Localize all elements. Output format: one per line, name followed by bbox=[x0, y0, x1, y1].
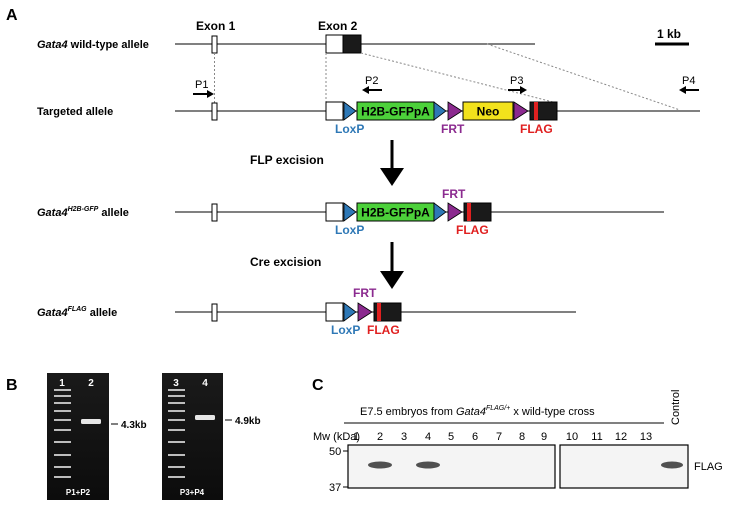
tg-neo-box bbox=[462, 101, 514, 121]
blot-band-lane4 bbox=[416, 461, 440, 469]
tg-frt-label: FRT bbox=[441, 122, 465, 136]
flag-flag-tag bbox=[377, 303, 381, 321]
lane-number-7: 7 bbox=[496, 431, 502, 443]
lane-number-4: 4 bbox=[425, 431, 431, 443]
lane-number-11: 11 bbox=[591, 431, 602, 443]
gel-2-primers: P3+P4 bbox=[180, 488, 205, 497]
tg-h2b-gfppa-label: H2B-GFPpA bbox=[361, 105, 430, 119]
panel-c-label: C bbox=[312, 377, 324, 394]
h2b-loxp-2 bbox=[433, 202, 447, 222]
gel-1-background bbox=[47, 373, 109, 500]
scale-label: 1 kb bbox=[657, 27, 681, 41]
panel-a-label: A bbox=[6, 7, 18, 24]
wt-exon1-box bbox=[211, 35, 218, 54]
gel-1-primers: P1+P2 bbox=[66, 488, 91, 497]
gel-1-band-size: 4.3kb bbox=[121, 420, 147, 431]
h2b-loxp-1 bbox=[343, 202, 357, 222]
primer-p4-label: P4 bbox=[682, 75, 695, 87]
wt-exon2-coding-box bbox=[342, 34, 362, 54]
gel-1-band-lane2 bbox=[81, 419, 101, 424]
h2b-frt bbox=[447, 202, 463, 222]
guide-exon2-right bbox=[360, 52, 558, 104]
cre-arrow bbox=[380, 242, 404, 289]
blot-band-lane2 bbox=[368, 461, 392, 469]
wt-exon2-utr-box bbox=[325, 34, 344, 54]
gel-1-lane-1: 1 bbox=[59, 378, 65, 389]
lane-number-13: 13 bbox=[640, 431, 652, 443]
panel-b-label: B bbox=[6, 377, 18, 394]
gel-2-lane-4: 4 bbox=[202, 378, 208, 389]
h2b-loxp-label: LoxP bbox=[335, 223, 364, 237]
flag-loxp-label: LoxP bbox=[331, 323, 360, 337]
wildtype-row-label: Gata4 wild-type allele bbox=[37, 39, 149, 51]
h2b-gfppa-label: H2B-GFPpA bbox=[361, 206, 430, 220]
exon2-label: Exon 2 bbox=[318, 19, 358, 33]
gel-1: 1 2 P1+P2 bbox=[47, 373, 109, 500]
gel-2-ladder bbox=[168, 389, 185, 478]
lane-number-3: 3 bbox=[401, 431, 407, 443]
primer-p3-label: P3 bbox=[510, 75, 523, 87]
panel-c-title: E7.5 embryos from Gata4FLAG/+ x wild-typ… bbox=[360, 405, 595, 418]
h2b-exon2-utr-box bbox=[325, 202, 344, 222]
h2b-frt-label: FRT bbox=[442, 187, 466, 201]
tg-loxp-1 bbox=[343, 101, 357, 121]
lane-number-1: 1 bbox=[353, 431, 359, 443]
tg-frt-1 bbox=[447, 101, 463, 121]
tg-exon2-utr-box bbox=[325, 101, 344, 121]
lane-number-2: 2 bbox=[377, 431, 383, 443]
gel-2-band-lane4 bbox=[195, 415, 215, 420]
gel-2-band-size: 4.9kb bbox=[235, 416, 261, 427]
flag-loxp bbox=[343, 302, 357, 322]
primer-p3-arrow bbox=[508, 86, 527, 94]
blot-band-control bbox=[661, 461, 683, 469]
primer-p2-label: P2 bbox=[365, 75, 378, 87]
blot-flag-label: FLAG bbox=[694, 461, 723, 473]
gel-2: 3 4 P3+P4 bbox=[162, 373, 223, 500]
primer-p4-arrow bbox=[679, 86, 699, 94]
h2b-flag-tag bbox=[467, 203, 471, 221]
flag-frt-label: FRT bbox=[353, 286, 377, 300]
lane-number-9: 9 bbox=[541, 431, 547, 443]
flag-exon1-box bbox=[211, 303, 218, 322]
tg-neo-label: Neo bbox=[477, 105, 500, 119]
lane-number-10: 10 bbox=[566, 431, 578, 443]
guide-3prime bbox=[486, 43, 681, 111]
flp-excision-label: FLP excision bbox=[250, 153, 324, 167]
gel-2-background bbox=[162, 373, 223, 500]
targeted-row-label: Targeted allele bbox=[37, 106, 113, 118]
flag-frt bbox=[357, 302, 373, 322]
lane-number-5: 5 bbox=[448, 431, 454, 443]
tg-frt-2 bbox=[513, 101, 529, 121]
mw-50-label: 50 bbox=[329, 446, 341, 458]
h2b-exon1-box bbox=[211, 203, 218, 222]
flp-arrow bbox=[380, 140, 404, 186]
h2b-flag-label: FLAG bbox=[456, 223, 489, 237]
flag-row-label: Gata4FLAG allele bbox=[37, 306, 117, 319]
gel-2-lane-3: 3 bbox=[173, 378, 179, 389]
blot-lane-numbers: 1 2 3 4 5 6 7 8 9 10 11 12 13 bbox=[353, 431, 652, 443]
tg-loxp-label: LoxP bbox=[335, 122, 364, 136]
lane-number-6: 6 bbox=[472, 431, 478, 443]
mw-37-label: 37 bbox=[329, 482, 341, 494]
primer-p2-arrow bbox=[362, 86, 382, 94]
tg-loxp-2 bbox=[433, 101, 447, 121]
gel-1-ladder bbox=[54, 389, 71, 478]
gel-1-lane-2: 2 bbox=[88, 378, 94, 389]
h2b-row-label: Gata4H2B-GFP allele bbox=[37, 206, 129, 219]
flag-exon2-utr-box bbox=[325, 302, 344, 322]
exon1-label: Exon 1 bbox=[196, 19, 236, 33]
lane-number-12: 12 bbox=[615, 431, 627, 443]
mw-label: Mw (kDa) bbox=[313, 431, 360, 443]
tg-flag-tag bbox=[534, 102, 538, 120]
tg-flag-label: FLAG bbox=[520, 122, 553, 136]
primer-p1-label: P1 bbox=[195, 79, 208, 91]
control-lane-label: Control bbox=[670, 390, 682, 425]
tg-exon1-box bbox=[211, 102, 218, 121]
flag-flag-label: FLAG bbox=[367, 323, 400, 337]
cre-excision-label: Cre excision bbox=[250, 255, 321, 269]
lane-number-8: 8 bbox=[519, 431, 525, 443]
primer-p1-arrow bbox=[193, 90, 214, 98]
